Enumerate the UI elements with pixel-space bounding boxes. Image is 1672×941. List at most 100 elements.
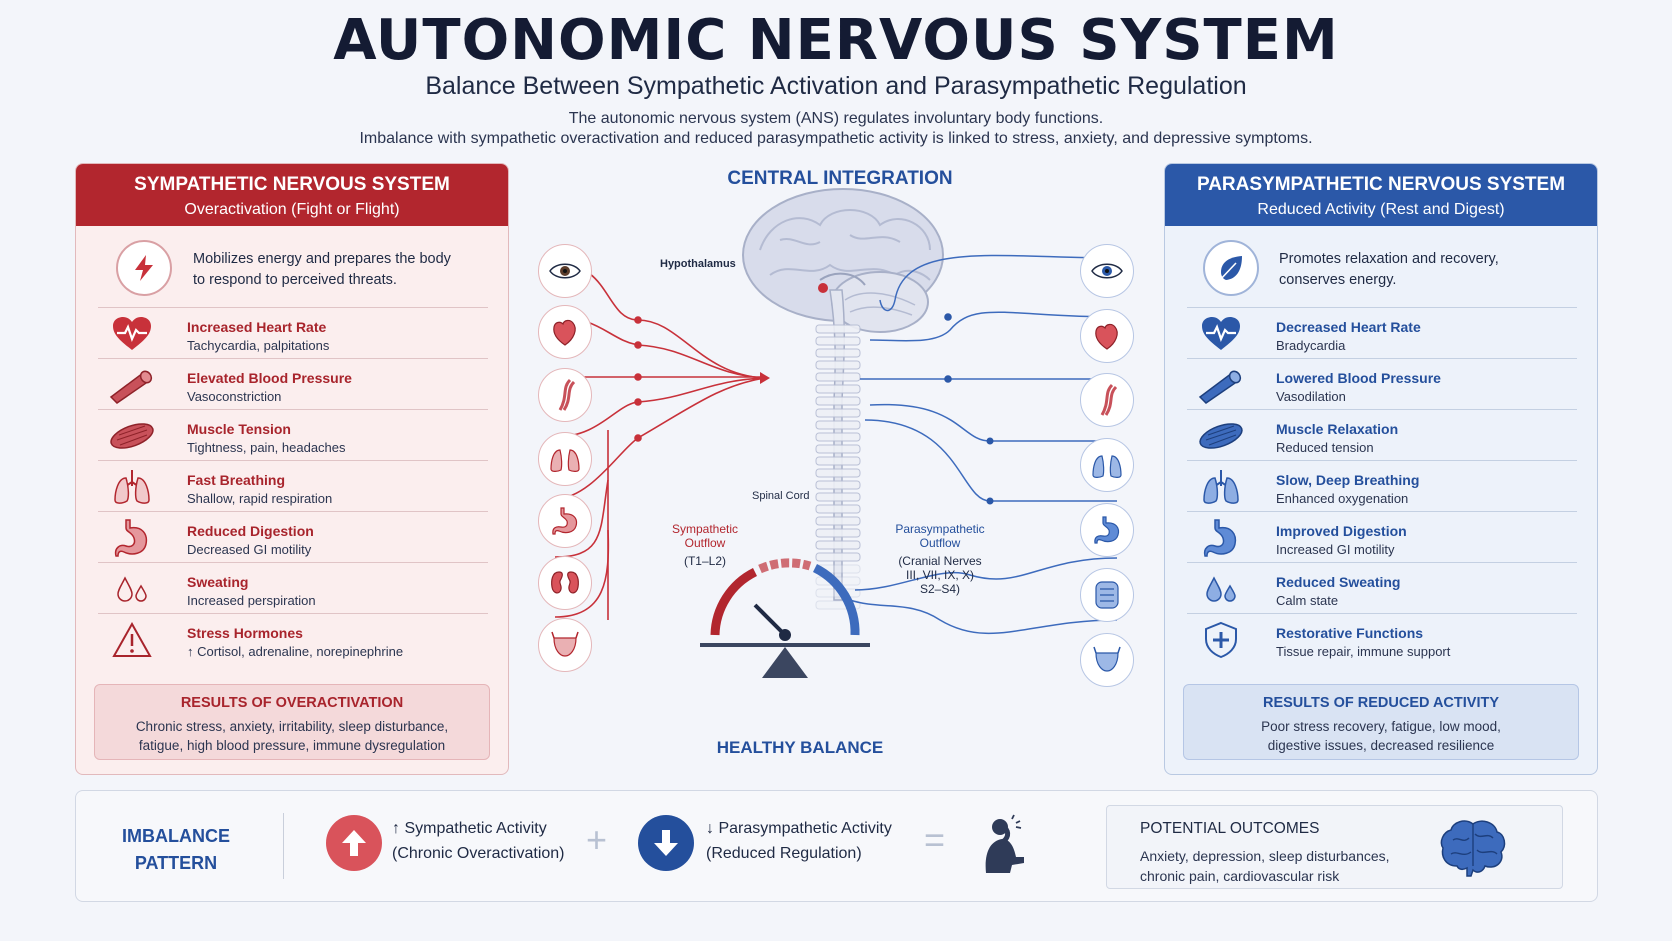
list-item: Reduced Digestion Decreased GI motility xyxy=(98,511,488,563)
stomach-organ-icon xyxy=(1080,503,1134,557)
stomach-organ-icon xyxy=(538,494,592,548)
vertebra xyxy=(815,432,861,442)
sweat-drops-icon xyxy=(1195,569,1247,609)
parasympathetic-activity-title: ↓ Parasympathetic Activity xyxy=(706,820,892,837)
item-title: Reduced Sweating xyxy=(1276,574,1401,590)
sympathetic-activity-title: ↑ Sympathetic Activity xyxy=(392,820,547,837)
symp-outflow-line-2: Outflow xyxy=(684,536,726,550)
vertebra xyxy=(815,480,861,490)
parasympathetic-outflow-label: Parasympathetic Outflow (Cranial Nerves … xyxy=(880,522,1000,596)
list-item: Slow, Deep Breathing Enhanced oxygenatio… xyxy=(1187,460,1577,512)
potential-outcomes-title: POTENTIAL OUTCOMES xyxy=(1140,820,1320,837)
heart-icon xyxy=(106,314,158,354)
outcomes-line-1: Anxiety, depression, sleep disturbances, xyxy=(1140,848,1390,864)
sympathetic-intro: Mobilizes energy and prepares the body t… xyxy=(76,226,508,304)
sympathetic-activity-sub: (Chronic Overactivation) xyxy=(392,845,565,862)
sympathetic-nodes xyxy=(634,316,642,442)
vertebra xyxy=(815,384,861,394)
item-title: Elevated Blood Pressure xyxy=(187,370,352,386)
bladder-icon xyxy=(538,618,592,672)
item-title: Sweating xyxy=(187,574,249,590)
arrow-down-icon xyxy=(638,815,694,871)
sympathetic-outflow-label: Sympathetic Outflow (T1–L2) xyxy=(650,522,760,568)
balance-gauge xyxy=(700,558,870,678)
muscle-icon xyxy=(1195,416,1247,456)
blood-vessel-icon xyxy=(1195,365,1247,405)
results-line-2: digestive issues, decreased resilience xyxy=(1267,738,1495,753)
vertebra xyxy=(815,540,861,550)
list-item: Muscle Relaxation Reduced tension xyxy=(1187,409,1577,461)
blood-vessel-organ-icon xyxy=(1080,373,1134,427)
stomach-icon xyxy=(1195,518,1247,558)
para-outflow-line-5: S2–S4) xyxy=(919,582,961,596)
item-sub: Tachycardia, palpitations xyxy=(187,338,330,353)
brain-icon xyxy=(1437,816,1509,883)
parasympathetic-intro-line-2: conserves energy. xyxy=(1279,272,1397,288)
parasympathetic-panel: PARASYMPATHETIC NERVOUS SYSTEM Reduced A… xyxy=(1164,163,1598,775)
para-outflow-line-2: Outflow xyxy=(919,536,961,550)
list-item: Lowered Blood Pressure Vasodilation xyxy=(1187,358,1577,410)
vertebra xyxy=(815,492,861,502)
item-sub: Tissue repair, immune support xyxy=(1276,644,1451,659)
parasympathetic-nerves xyxy=(849,254,1118,635)
blood-vessel-icon xyxy=(106,365,158,405)
item-title: Increased Heart Rate xyxy=(187,319,327,335)
intro-line-2: Imbalance with sympathetic overactivatio… xyxy=(359,130,1313,147)
vertebra xyxy=(815,528,861,538)
item-title: Decreased Heart Rate xyxy=(1276,319,1421,335)
warning-icon xyxy=(106,620,158,660)
item-sub: Vasoconstriction xyxy=(187,389,282,404)
parasympathetic-panel-header: PARASYMPATHETIC NERVOUS SYSTEM Reduced A… xyxy=(1165,164,1597,226)
para-outflow-line-1: Parasympathetic xyxy=(895,522,985,536)
vertebra xyxy=(815,408,861,418)
spinal-cord-label: Spinal Cord xyxy=(752,490,810,502)
stomach-icon xyxy=(106,518,158,558)
item-sub: Increased perspiration xyxy=(187,593,316,608)
central-integration-title: CENTRAL INTEGRATION xyxy=(727,168,953,189)
results-line-2: fatigue, high blood pressure, immune dys… xyxy=(138,738,446,753)
vertebra xyxy=(815,396,861,406)
intro-line-1: The autonomic nervous system (ANS) regul… xyxy=(568,110,1104,127)
symp-outflow-line-3: (T1–L2) xyxy=(683,554,727,568)
para-outflow-line-3: (Cranial Nerves xyxy=(898,554,982,568)
list-item: Muscle Tension Tightness, pain, headache… xyxy=(98,409,488,461)
item-sub: Shallow, rapid respiration xyxy=(187,491,333,506)
lungs-organ-icon xyxy=(1080,438,1134,492)
list-item: Decreased Heart Rate Bradycardia xyxy=(1187,307,1577,359)
shield-plus-icon xyxy=(1195,620,1247,660)
vertebra xyxy=(815,348,861,358)
lightning-icon xyxy=(116,240,172,296)
item-title: Improved Digestion xyxy=(1276,523,1407,539)
results-title: RESULTS OF REDUCED ACTIVITY xyxy=(1262,695,1500,711)
item-title: Muscle Tension xyxy=(187,421,291,437)
item-title: Reduced Digestion xyxy=(187,523,314,539)
parasympathetic-subtitle: Reduced Activity (Rest and Digest) xyxy=(1257,201,1505,218)
lungs-organ-icon xyxy=(538,432,592,486)
kidneys-icon xyxy=(538,556,592,610)
vertebra xyxy=(815,468,861,478)
parasympathetic-intro-line-1: Promotes relaxation and recovery, xyxy=(1279,251,1499,267)
heart-organ-icon xyxy=(1080,309,1134,363)
divider xyxy=(283,813,284,879)
item-title: Muscle Relaxation xyxy=(1276,421,1399,437)
item-sub: Increased GI motility xyxy=(1276,542,1395,557)
imbalance-pattern-label: IMBALANCE PATTERN xyxy=(116,823,236,877)
item-sub: Vasodilation xyxy=(1276,389,1346,404)
intestines-icon xyxy=(1080,568,1134,622)
item-title: Stress Hormones xyxy=(187,625,303,641)
arrow-up-icon xyxy=(326,815,382,871)
equals-sign: = xyxy=(924,819,946,860)
vertebra xyxy=(815,516,861,526)
central-diagram xyxy=(554,188,1118,678)
muscle-icon xyxy=(106,416,158,456)
sympathetic-subtitle: Overactivation (Fight or Flight) xyxy=(184,201,400,218)
vertebra xyxy=(815,444,861,454)
item-title: Fast Breathing xyxy=(187,472,286,488)
heart-icon xyxy=(1195,314,1247,354)
distressed-person-icon xyxy=(976,813,1040,880)
item-sub: Enhanced oxygenation xyxy=(1276,491,1409,506)
sympathetic-panel-header: SYMPATHETIC NERVOUS SYSTEM Overactivatio… xyxy=(76,164,508,226)
lungs-icon xyxy=(1195,467,1247,507)
vertebra xyxy=(815,504,861,514)
bladder-icon xyxy=(1080,633,1134,687)
